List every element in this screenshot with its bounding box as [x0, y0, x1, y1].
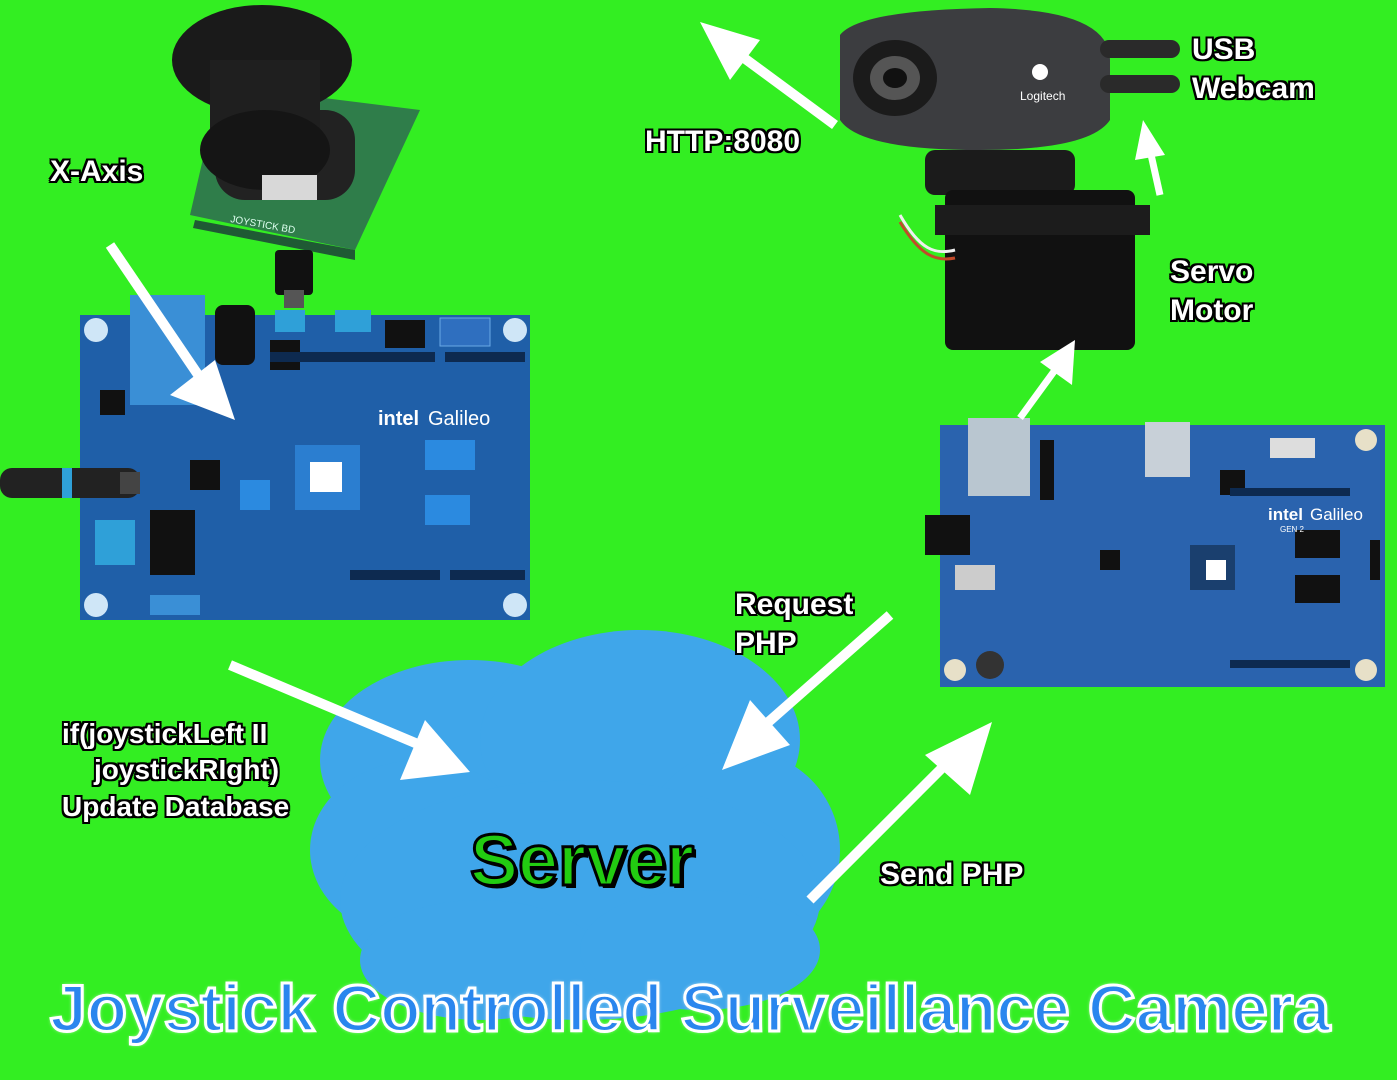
arrow-x-axis-head [170, 360, 235, 420]
servo-line1: Servo [1170, 255, 1254, 288]
arrow-update-db [228, 660, 422, 750]
arrow-http-out-head [700, 22, 760, 80]
arrow-to-servo-head [1040, 340, 1075, 385]
left-board-brand: intel [378, 408, 419, 430]
arrow-send-php [806, 756, 954, 904]
x-axis-label: X-Axis [50, 155, 144, 188]
request-line2: PHP [735, 627, 797, 660]
usb-webcam-line1: USB [1192, 33, 1256, 66]
webcam-brand: Logitech [1020, 89, 1065, 103]
code-line2: joystickRIght) [94, 754, 280, 786]
right-board-brand: intel [1268, 505, 1303, 524]
send-php-label: Send PHP [880, 858, 1024, 891]
server-label: Server [468, 820, 695, 903]
arrow-to-servo [1017, 367, 1058, 421]
right-board-gen: GEN 2 [1280, 525, 1305, 534]
servo-line2: Motor [1170, 294, 1254, 327]
right-board-model: Galileo [1310, 505, 1363, 524]
arrow-request-php [761, 611, 894, 729]
arrow-to-webcam-head [1135, 120, 1165, 160]
arrow-send-php-head [925, 722, 992, 795]
cloud-icon [310, 630, 840, 1020]
arrow-to-webcam [1146, 149, 1164, 196]
usb-webcam-label: USB Webcam [1192, 30, 1315, 108]
usb-webcam-line2: Webcam [1192, 72, 1315, 105]
code-line3: Update Database [62, 790, 290, 822]
request-line1: Request [735, 588, 854, 621]
arrow-x-axis [105, 242, 210, 388]
arrow-update-db-head [400, 720, 470, 780]
diagram-title: Joystick Controlled Surveillance Camera [49, 970, 1332, 1047]
http-port-label: HTTP:8080 [645, 125, 801, 158]
left-board-model: Galileo [428, 408, 490, 430]
update-database-label: if(joystickLeft II joystickRIght) Update… [62, 716, 289, 825]
webcam-icon: Logitech [840, 8, 1180, 150]
arrows [105, 22, 1165, 904]
servo-motor-label: Servo Motor [1170, 252, 1253, 330]
request-php-label: Request PHP [735, 585, 853, 663]
galileo-board-icon: intel Galileo [0, 295, 530, 620]
servo-motor-icon [898, 150, 1150, 350]
code-line1: if(joystickLeft II [62, 718, 268, 749]
arrow-request-php-head [722, 700, 790, 770]
joystick-icon: JOYSTICK BD [172, 5, 420, 308]
arrow-http-out [737, 50, 838, 130]
galileo-gen2-board-icon: intel Galileo GEN 2 [925, 418, 1385, 687]
